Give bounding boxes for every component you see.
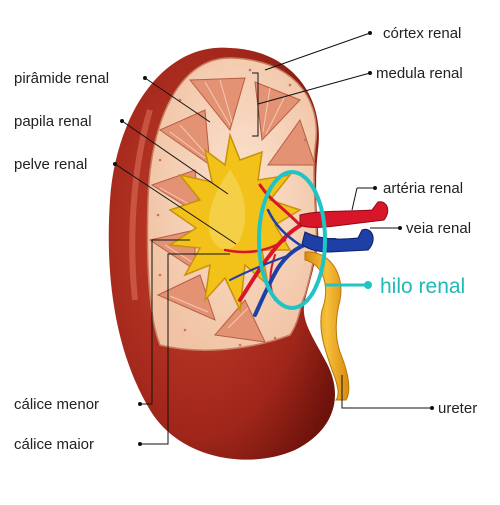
label-calice-maior: cálice maior [14, 436, 94, 453]
leader-lines [114, 32, 432, 445]
cortex-texture [156, 68, 307, 347]
hilum-ring [257, 170, 327, 310]
hilum-leader-dot [364, 281, 372, 289]
label-ureter: ureter [438, 400, 477, 417]
label-cortex-renal: córtex renal [383, 25, 461, 42]
ureter-tube [304, 251, 350, 401]
capsule-highlight [129, 109, 153, 301]
label-veia-renal: veia renal [406, 220, 471, 237]
leader-dots [113, 31, 434, 446]
label-calice-menor: cálice menor [14, 396, 99, 413]
label-arteria-renal: artéria renal [383, 180, 463, 197]
label-piramide-renal: pirâmide renal [14, 70, 109, 87]
label-hilo-renal: hilo renal [380, 275, 465, 298]
label-medula-renal: medula renal [376, 65, 463, 82]
label-papila-renal: papila renal [14, 113, 92, 130]
renal-vein [301, 228, 374, 253]
label-pelve-renal: pelve renal [14, 156, 87, 173]
pelvis-shading [208, 170, 246, 250]
